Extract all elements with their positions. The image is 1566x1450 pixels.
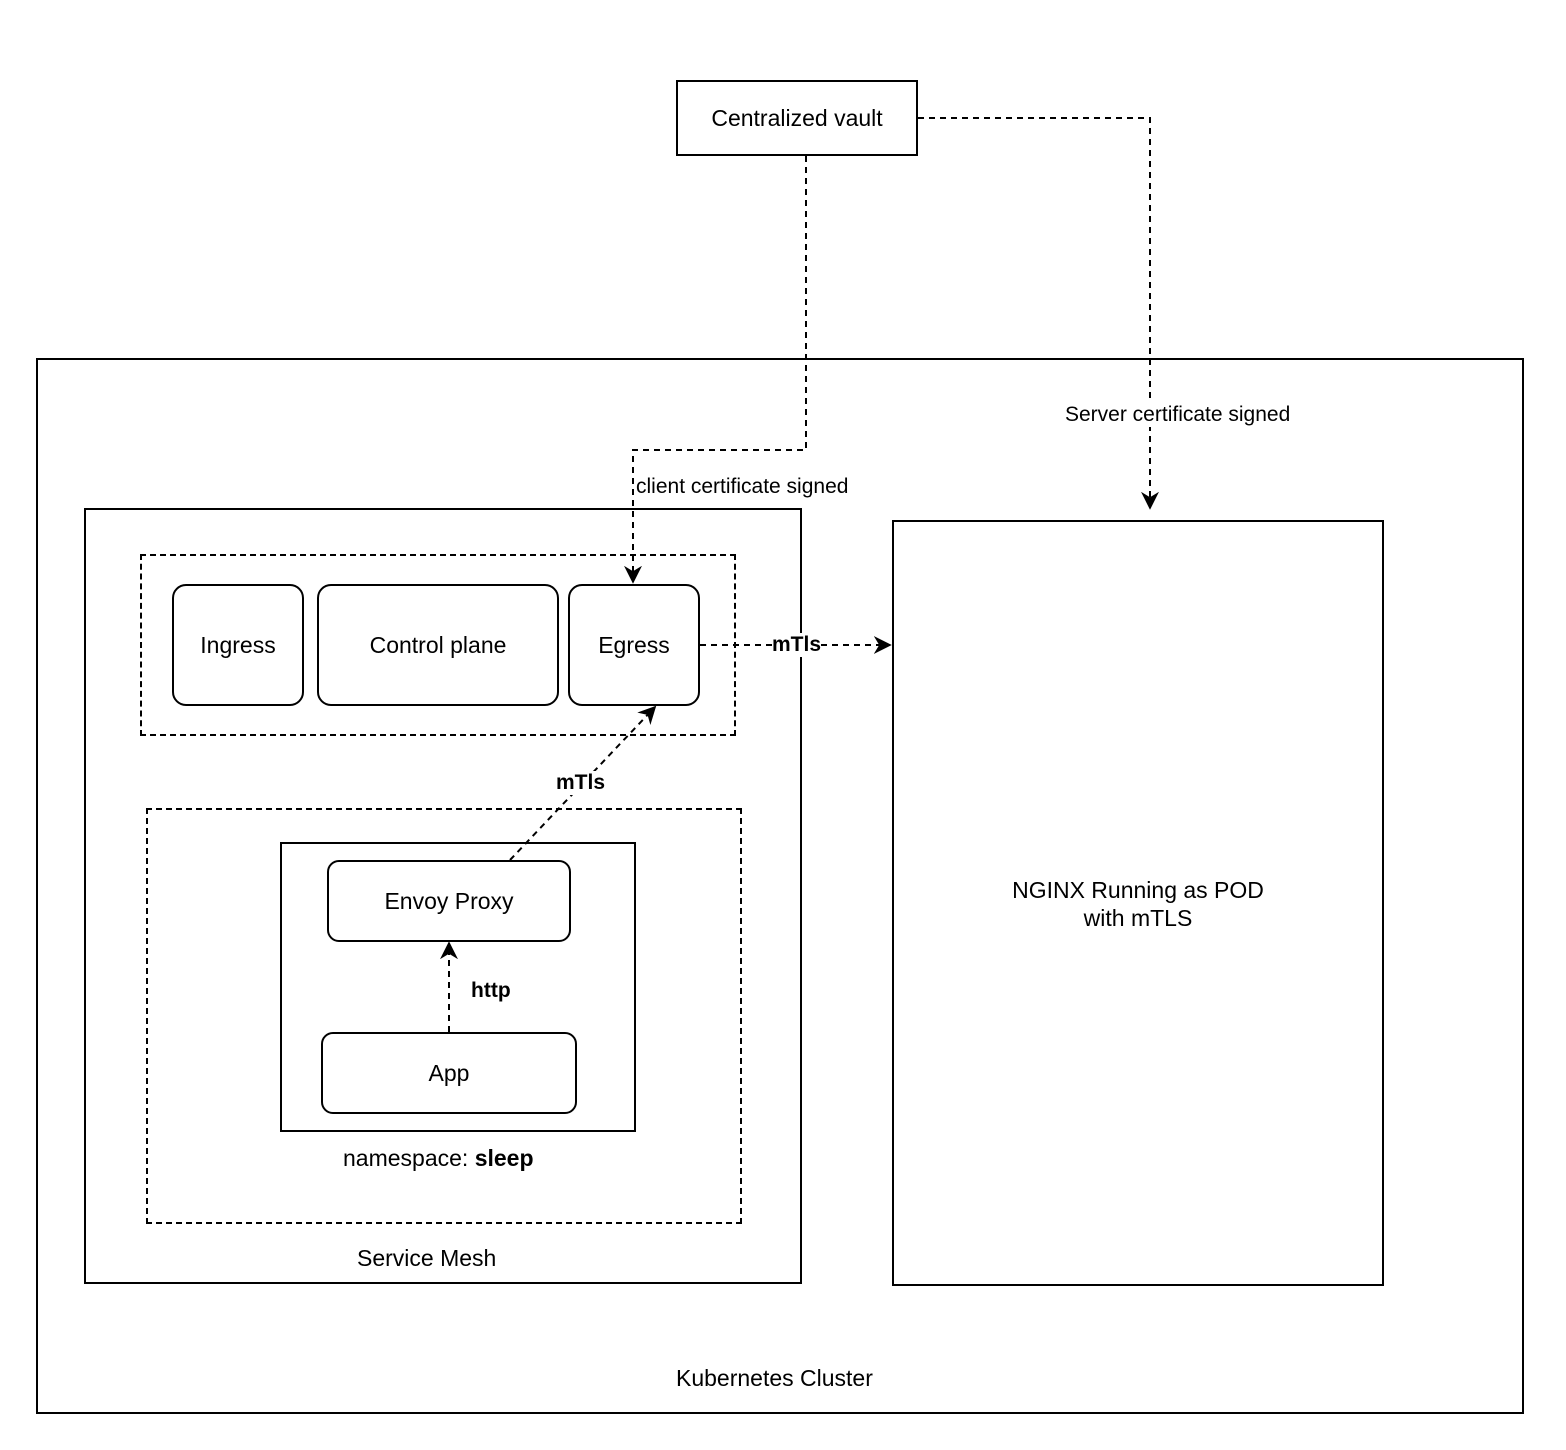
namespace-group: [146, 808, 742, 1224]
app-node: App: [321, 1032, 577, 1114]
namespace-prefix: namespace:: [343, 1145, 475, 1171]
namespace-name: sleep: [474, 1145, 534, 1171]
app-label: App: [428, 1059, 470, 1086]
envoy-proxy-node: Envoy Proxy: [327, 860, 571, 942]
envoy-proxy-label: Envoy Proxy: [384, 887, 514, 914]
envoy-mtls-label: mTls: [556, 771, 606, 795]
egress-mtls-label: mTls: [772, 633, 822, 657]
nginx-label: NGINX Running as POD with mTLS: [892, 876, 1384, 932]
ingress-label: Ingress: [200, 631, 276, 658]
centralized-vault-node: Centralized vault: [676, 80, 918, 156]
pod-box: [280, 842, 636, 1132]
egress-node: Egress: [568, 584, 700, 706]
ingress-node: Ingress: [172, 584, 304, 706]
control-plane-label: Control plane: [369, 631, 507, 658]
kubernetes-cluster-label: Kubernetes Cluster: [676, 1365, 873, 1391]
http-label: http: [471, 979, 511, 1003]
nginx-label-line1: NGINX Running as POD: [1012, 877, 1264, 903]
service-mesh-label: Service Mesh: [357, 1245, 497, 1271]
service-mesh-box: [84, 508, 802, 1284]
centralized-vault-label: Centralized vault: [711, 104, 883, 131]
control-plane-node: Control plane: [317, 584, 559, 706]
egress-label: Egress: [598, 631, 670, 658]
nginx-label-line2: with mTLS: [1083, 905, 1193, 931]
nginx-pod-box: [892, 520, 1384, 1286]
namespace-label: namespace: sleep: [343, 1145, 534, 1172]
client-cert-label: client certificate signed: [636, 475, 849, 499]
server-cert-label: Server certificate signed: [1065, 403, 1291, 427]
